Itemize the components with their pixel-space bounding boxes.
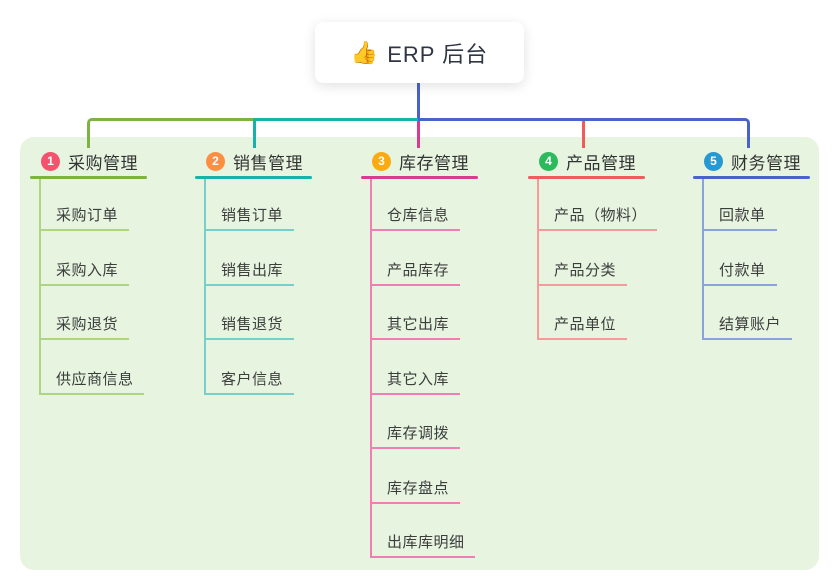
branch-badge: 3: [372, 151, 391, 171]
connector-branch-4: [582, 121, 585, 148]
child-underline: [702, 229, 777, 231]
branch-underline: [693, 176, 810, 179]
child-node[interactable]: 其它入库: [387, 370, 450, 388]
child-node[interactable]: 其它出库: [387, 316, 450, 333]
child-node[interactable]: 采购退货: [56, 316, 119, 333]
child-underline: [537, 283, 627, 286]
branch-header-5[interactable]: 5 财务管理: [693, 149, 810, 173]
branch-label: 采购管理: [68, 153, 138, 173]
connector-root-stem: [417, 83, 420, 121]
thumbs-up-icon: 👍: [350, 39, 379, 65]
root-title: ERP 后台: [387, 41, 489, 67]
branch-header-1[interactable]: 1 采购管理: [30, 149, 147, 173]
child-underline: [702, 338, 792, 340]
branch-header-4[interactable]: 4 产品管理: [528, 149, 645, 173]
child-node[interactable]: 库存调拨: [387, 425, 450, 442]
child-underline: [370, 556, 475, 558]
child-underline: [370, 283, 460, 286]
child-node[interactable]: 供应商信息: [56, 370, 134, 388]
child-node[interactable]: 库存盘点: [387, 479, 450, 497]
connector-branch-5: [418, 118, 750, 148]
child-node[interactable]: 产品分类: [554, 261, 617, 279]
branch-label: 财务管理: [731, 153, 801, 173]
branch-spine: [39, 179, 41, 395]
child-node[interactable]: 销售出库: [221, 261, 284, 279]
child-underline: [702, 283, 777, 286]
child-node[interactable]: 销售订单: [221, 207, 284, 224]
child-underline: [370, 338, 460, 340]
child-underline: [537, 338, 627, 340]
child-underline: [39, 283, 129, 286]
child-underline: [204, 338, 294, 340]
child-underline: [537, 229, 657, 231]
child-underline: [370, 229, 460, 231]
branch-underline: [528, 176, 645, 179]
branch-badge: 5: [704, 151, 723, 171]
branch-label: 销售管理: [233, 153, 303, 173]
child-node[interactable]: 出库库明细: [387, 534, 465, 551]
connector-branch-2: [253, 118, 418, 148]
child-underline: [204, 229, 294, 231]
branch-label: 库存管理: [399, 153, 469, 173]
connector-branch-3: [417, 121, 420, 148]
child-underline: [39, 392, 144, 395]
canvas-panel: [20, 137, 819, 570]
child-node[interactable]: 客户信息: [221, 370, 284, 388]
connector-branch-1: [87, 118, 256, 148]
child-node[interactable]: 回款单: [719, 207, 766, 224]
branch-header-3[interactable]: 3 库存管理: [361, 149, 478, 173]
branch-underline: [361, 176, 478, 179]
child-underline: [39, 338, 129, 340]
child-underline: [39, 229, 129, 231]
child-underline: [204, 392, 294, 395]
child-node[interactable]: 产品库存: [387, 261, 450, 279]
child-node[interactable]: 付款单: [719, 261, 766, 279]
child-underline: [370, 501, 460, 504]
branch-spine: [537, 179, 539, 340]
child-underline: [204, 283, 294, 286]
child-node[interactable]: 产品（物料）: [554, 207, 648, 224]
branch-spine: [370, 179, 372, 558]
child-underline: [370, 392, 460, 395]
branch-underline: [195, 176, 312, 179]
child-node[interactable]: 产品单位: [554, 316, 617, 333]
branch-label: 产品管理: [566, 153, 636, 173]
branch-spine: [702, 179, 704, 340]
child-underline: [370, 447, 460, 449]
branch-header-2[interactable]: 2 销售管理: [195, 149, 312, 173]
child-node[interactable]: 仓库信息: [387, 207, 450, 224]
child-node[interactable]: 销售退货: [221, 316, 284, 333]
branch-badge: 4: [539, 151, 558, 171]
branch-badge: 2: [206, 151, 225, 171]
branch-badge: 1: [41, 151, 60, 171]
root-node[interactable]: 👍 ERP 后台: [315, 22, 524, 83]
child-node[interactable]: 采购订单: [56, 207, 119, 224]
child-node[interactable]: 结算账户: [719, 316, 782, 333]
branch-spine: [204, 179, 206, 395]
branch-underline: [30, 176, 147, 179]
child-node[interactable]: 采购入库: [56, 261, 119, 279]
